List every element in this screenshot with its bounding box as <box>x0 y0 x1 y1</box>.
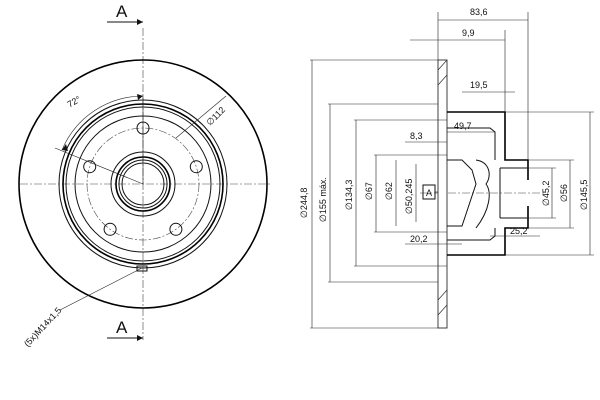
disc-outer-circle <box>18 59 268 309</box>
hat-upper-profile <box>447 111 529 180</box>
right-diameter-dims: ∅45,2 ∅56 ∅145,5 <box>505 111 594 256</box>
dim-8-3: 8,3 <box>410 131 423 141</box>
dim-20-2: 20,2 <box>410 234 428 244</box>
dim-83-6: 83,6 <box>470 7 488 17</box>
hat-lower-profile <box>447 206 529 256</box>
hatch-line <box>437 289 448 301</box>
dim-134-3: ∅134,3 <box>344 180 354 210</box>
dim-56: ∅56 <box>559 184 569 202</box>
dim-45-2: ∅45,2 <box>541 181 551 206</box>
thread-label: (5x)M14x1,5 <box>22 305 63 348</box>
section-view: A 83,6 9,9 19,5 49,7 8,3 20,2 25,2 <box>299 7 594 329</box>
dim-62: ∅62 <box>384 182 394 200</box>
pcd-label: ∅112 <box>204 105 227 128</box>
dim-49-7: 49,7 <box>454 121 472 131</box>
angle-label: 72° <box>66 94 83 110</box>
angle-leg <box>54 147 144 185</box>
dim-67: ∅67 <box>364 182 374 200</box>
bolt-hole <box>103 222 117 236</box>
bolt-hole <box>169 222 183 236</box>
front-view: 72° ∅112 (5x)M14x1,5 A A <box>18 2 270 349</box>
hatch-line <box>437 304 448 316</box>
angle-arrowhead <box>62 144 68 151</box>
thread-leader <box>59 267 143 311</box>
dim-25-2: 25,2 <box>510 226 528 236</box>
bottom-dimensions: 20,2 25,2 <box>405 226 540 245</box>
dim-9-9: 9,9 <box>462 28 475 38</box>
bore-profile <box>447 159 477 227</box>
hat-lower-inner <box>447 228 496 241</box>
disc-section <box>437 59 448 329</box>
dim-244-8: ∅244,8 <box>299 188 309 218</box>
dim-50-245: ∅50,245 <box>404 179 414 214</box>
angle-arc <box>61 95 144 151</box>
section-marker-bottom: A <box>116 318 128 337</box>
hat-upper-inner <box>447 127 496 160</box>
hatch-line <box>437 59 448 71</box>
section-arrow <box>137 19 143 25</box>
section-arrow <box>137 335 143 341</box>
angle-arrowhead <box>137 94 143 100</box>
datum-label: A <box>426 188 432 198</box>
section-marker-top: A <box>116 2 128 21</box>
dim-145-5: ∅145,5 <box>579 180 589 210</box>
bolt-hole <box>189 160 203 174</box>
hatch-line <box>437 74 448 86</box>
dim-155-max: ∅155 máx. <box>318 177 328 222</box>
pcd-leader <box>175 95 227 139</box>
bolt-hole <box>83 160 97 174</box>
thread-callout-marker <box>136 265 148 272</box>
left-diameter-dims: ∅244,8 ∅155 máx. ∅134,3 ∅67 ∅62 ∅50,245 <box>299 59 447 329</box>
bearing-seat <box>475 159 490 229</box>
dim-19-5: 19,5 <box>470 80 488 90</box>
top-dimensions: 83,6 9,9 19,5 49,7 8,3 <box>405 7 529 160</box>
